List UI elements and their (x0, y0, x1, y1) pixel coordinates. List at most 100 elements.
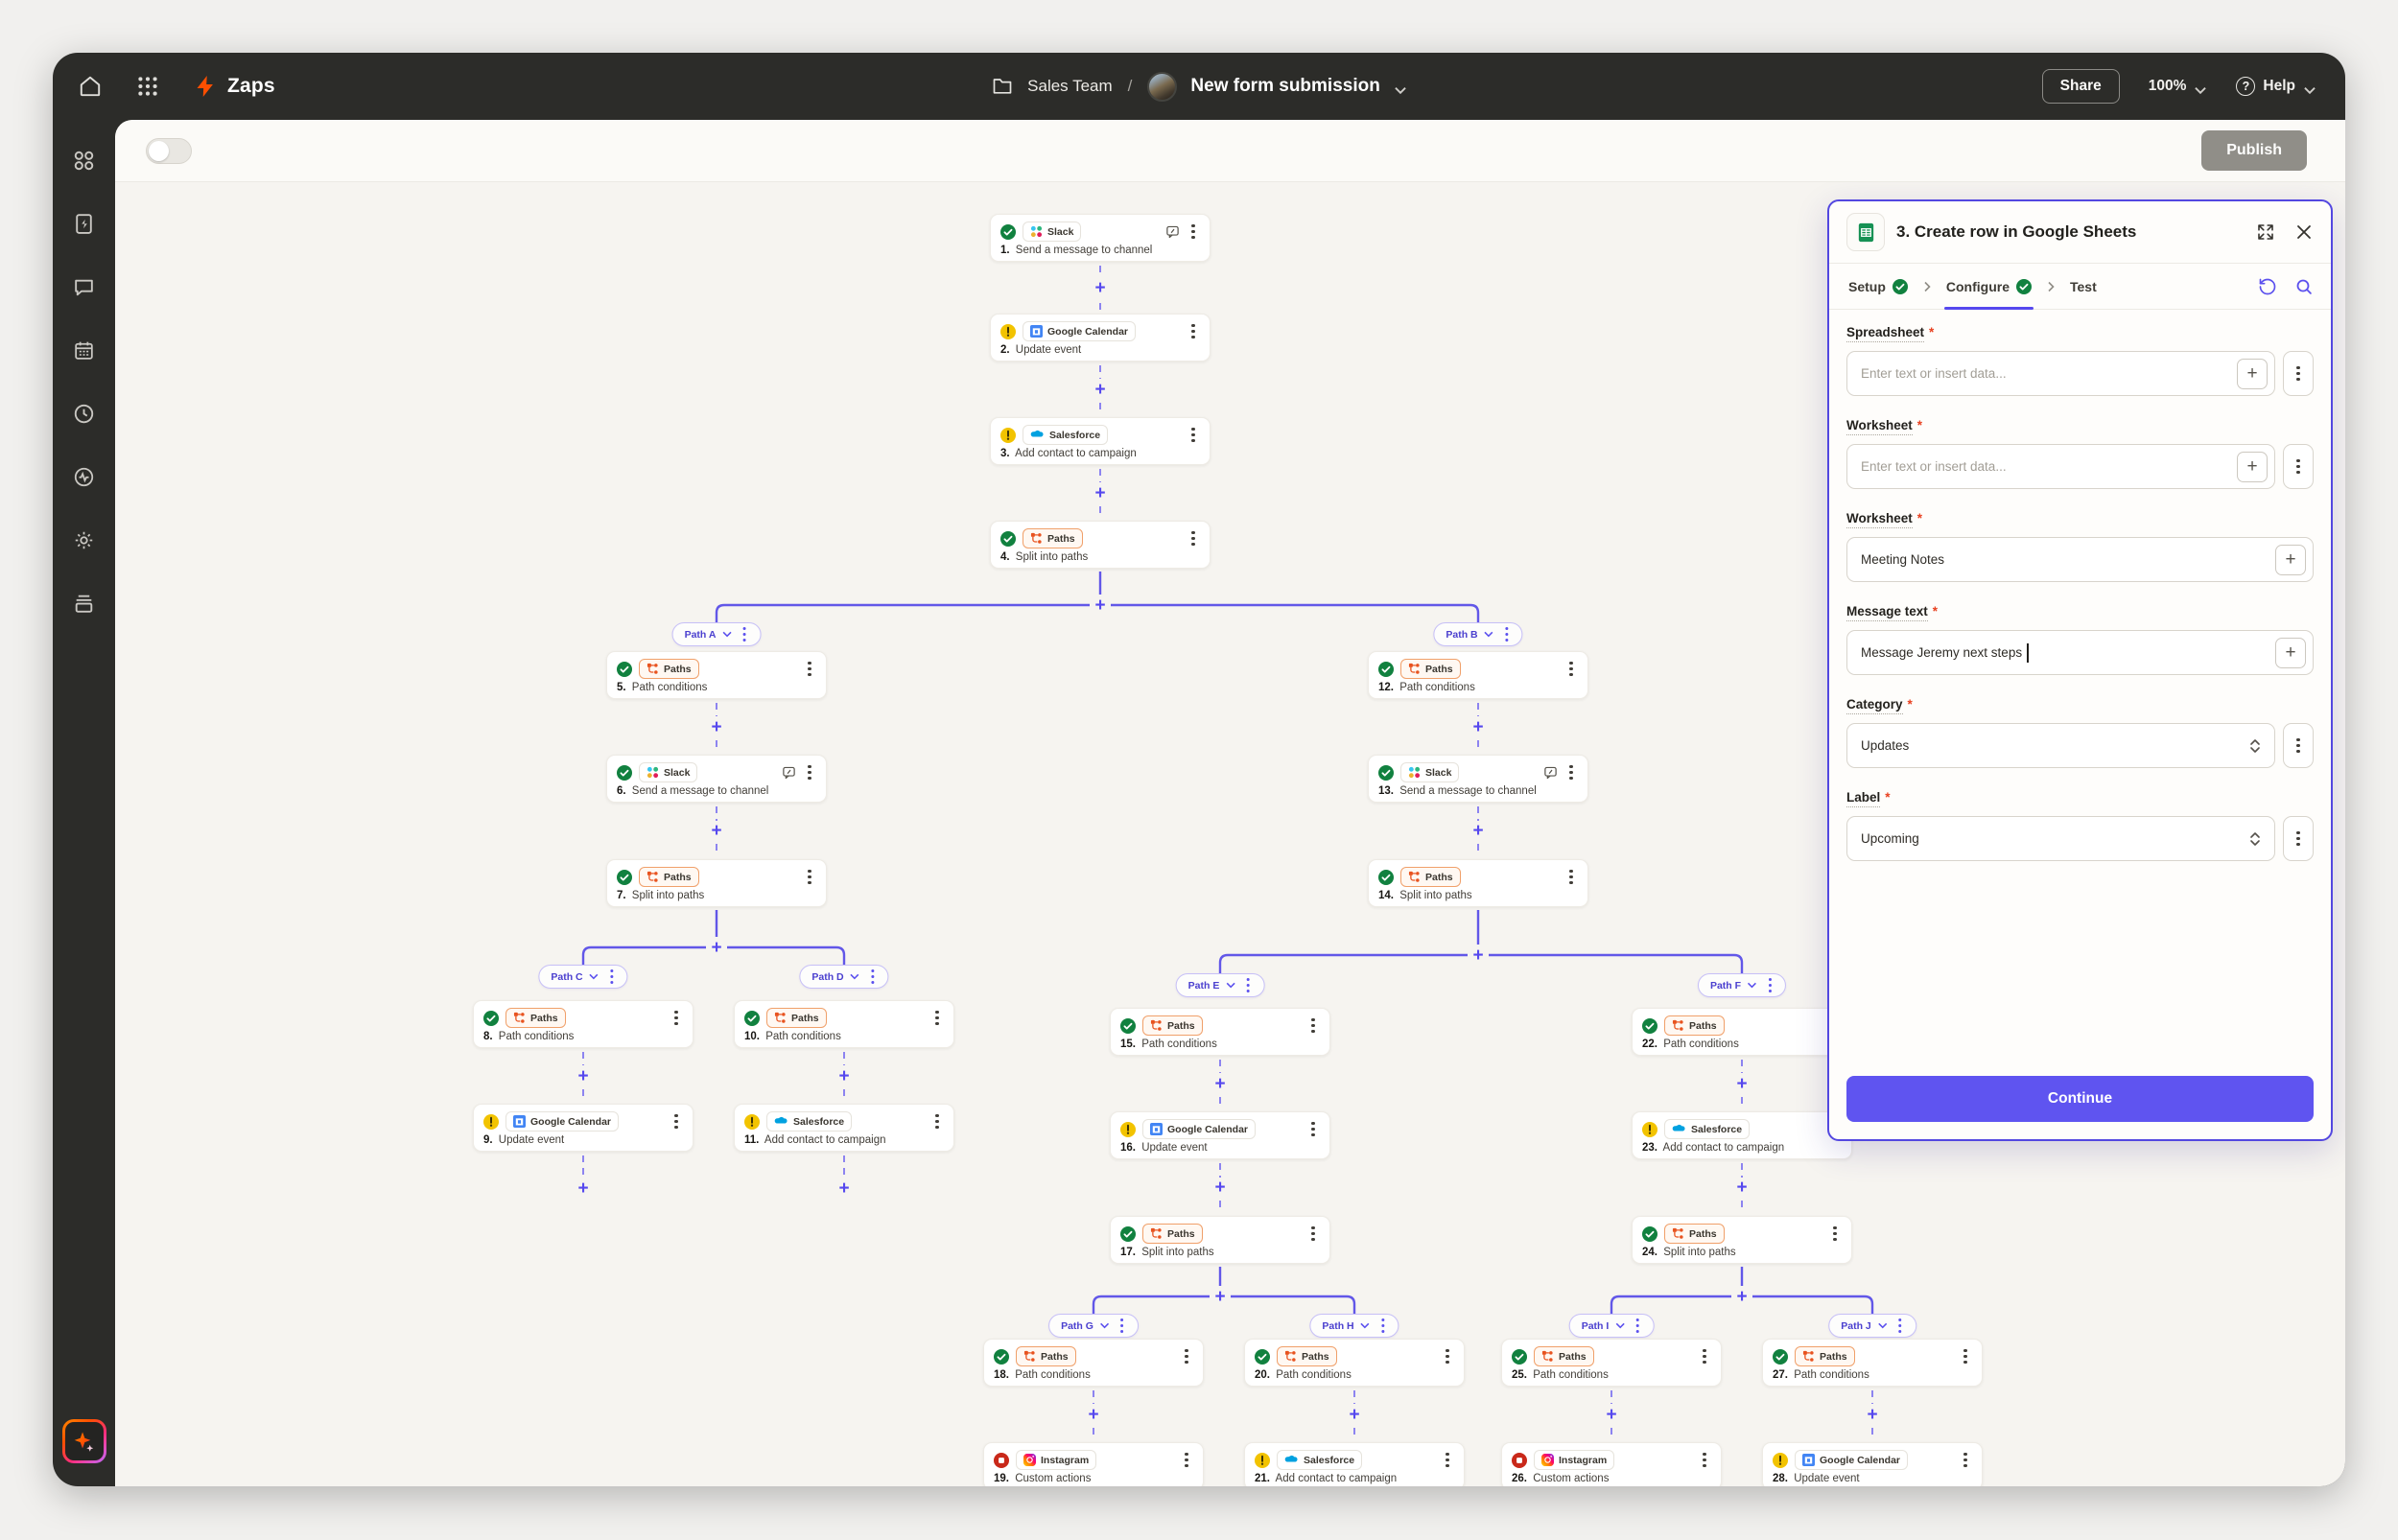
add-step-button[interactable]: + (1601, 1404, 1622, 1425)
add-step-button[interactable]: + (706, 820, 727, 842)
message-text-input[interactable]: Message Jeremy next steps+ (1846, 630, 2314, 675)
add-step-button[interactable]: + (1468, 945, 1489, 966)
path-menu-kebab-icon[interactable] (866, 969, 880, 985)
undo-icon[interactable] (2258, 277, 2277, 296)
add-step-button[interactable]: + (1210, 1286, 1231, 1307)
tab-configure[interactable]: Configure (1943, 264, 2034, 310)
node-menu-kebab-icon[interactable] (1306, 1122, 1320, 1137)
path-menu-kebab-icon[interactable] (1376, 1318, 1390, 1334)
add-step-button[interactable]: + (1090, 595, 1111, 616)
chevron-down-icon[interactable] (1394, 82, 1407, 94)
insert-data-button[interactable]: + (2275, 544, 2306, 575)
add-step-button[interactable]: + (1210, 1177, 1231, 1199)
node-menu-kebab-icon[interactable] (930, 1011, 944, 1026)
node-menu-kebab-icon[interactable] (1180, 1349, 1193, 1365)
path-menu-kebab-icon[interactable] (1763, 978, 1776, 993)
path-pill-J[interactable]: Path J (1828, 1314, 1916, 1338)
path-pill-D[interactable]: Path D (799, 965, 889, 989)
worksheet-input[interactable]: Enter text or insert data...+ (1846, 444, 2275, 489)
path-menu-kebab-icon[interactable] (1631, 1318, 1644, 1334)
add-step-button[interactable]: + (1731, 1286, 1752, 1307)
clock-icon[interactable] (72, 402, 96, 426)
label-select[interactable]: Upcoming (1846, 816, 2275, 861)
path-pill-F[interactable]: Path F (1697, 973, 1787, 997)
node-menu-kebab-icon[interactable] (803, 870, 816, 885)
category-select[interactable]: Updates (1846, 723, 2275, 768)
path-pill-G[interactable]: Path G (1048, 1314, 1139, 1338)
node-menu-kebab-icon[interactable] (1959, 1349, 1972, 1365)
chat-icon[interactable] (72, 275, 96, 299)
search-icon[interactable] (2294, 277, 2314, 296)
add-step-button[interactable]: + (573, 1178, 594, 1199)
path-menu-kebab-icon[interactable] (1893, 1318, 1907, 1334)
node-menu-kebab-icon[interactable] (1441, 1453, 1454, 1468)
field-menu-kebab-icon[interactable] (2283, 816, 2314, 861)
field-menu-kebab-icon[interactable] (2283, 351, 2314, 396)
node-menu-kebab-icon[interactable] (670, 1011, 683, 1026)
node-menu-kebab-icon[interactable] (1306, 1018, 1320, 1034)
add-step-button[interactable]: + (706, 716, 727, 737)
path-pill-E[interactable]: Path E (1175, 973, 1265, 997)
insert-data-button[interactable]: + (2237, 358, 2268, 389)
note-icon[interactable] (782, 765, 796, 780)
add-step-button[interactable]: + (834, 1178, 855, 1199)
path-pill-B[interactable]: Path B (1433, 622, 1523, 646)
add-step-button[interactable]: + (1731, 1177, 1752, 1199)
home-icon[interactable] (78, 74, 103, 99)
node-menu-kebab-icon[interactable] (1564, 662, 1578, 677)
path-menu-kebab-icon[interactable] (605, 969, 619, 985)
add-step-button[interactable]: + (1083, 1404, 1104, 1425)
add-step-button[interactable]: + (1210, 1073, 1231, 1094)
node-menu-kebab-icon[interactable] (1306, 1226, 1320, 1242)
zap-name[interactable]: New form submission (1190, 76, 1380, 96)
insert-data-button[interactable]: + (2237, 451, 2268, 482)
add-step-button[interactable]: + (706, 937, 727, 958)
node-menu-kebab-icon[interactable] (1564, 765, 1578, 781)
chevron-down-icon[interactable] (1360, 1322, 1371, 1329)
tray-stack-icon[interactable] (72, 592, 96, 616)
breadcrumb-folder-name[interactable]: Sales Team (1027, 77, 1113, 95)
add-step-button[interactable]: + (1731, 1073, 1752, 1094)
close-icon[interactable] (2294, 222, 2314, 242)
app-grid-icon[interactable] (135, 74, 160, 99)
worksheet-input[interactable]: Meeting Notes+ (1846, 537, 2314, 582)
add-step-button[interactable]: + (1090, 482, 1111, 503)
shapes-icon[interactable] (72, 149, 96, 173)
publish-button[interactable]: Publish (2201, 130, 2307, 171)
continue-button[interactable]: Continue (1846, 1076, 2314, 1122)
chevron-down-icon[interactable] (1225, 982, 1235, 989)
chevron-down-icon[interactable] (1614, 1322, 1625, 1329)
path-menu-kebab-icon[interactable] (1116, 1318, 1129, 1334)
path-pill-I[interactable]: Path I (1568, 1314, 1655, 1338)
path-menu-kebab-icon[interactable] (1241, 978, 1255, 993)
field-menu-kebab-icon[interactable] (2283, 723, 2314, 768)
spreadsheet-input[interactable]: Enter text or insert data...+ (1846, 351, 2275, 396)
path-pill-H[interactable]: Path H (1309, 1314, 1399, 1338)
field-menu-kebab-icon[interactable] (2283, 444, 2314, 489)
node-menu-kebab-icon[interactable] (1441, 1349, 1454, 1365)
node-menu-kebab-icon[interactable] (1564, 870, 1578, 885)
calendar-icon[interactable] (72, 338, 96, 362)
node-menu-kebab-icon[interactable] (1187, 324, 1200, 339)
chevron-down-icon[interactable] (589, 973, 600, 980)
add-step-button[interactable]: + (1862, 1404, 1883, 1425)
